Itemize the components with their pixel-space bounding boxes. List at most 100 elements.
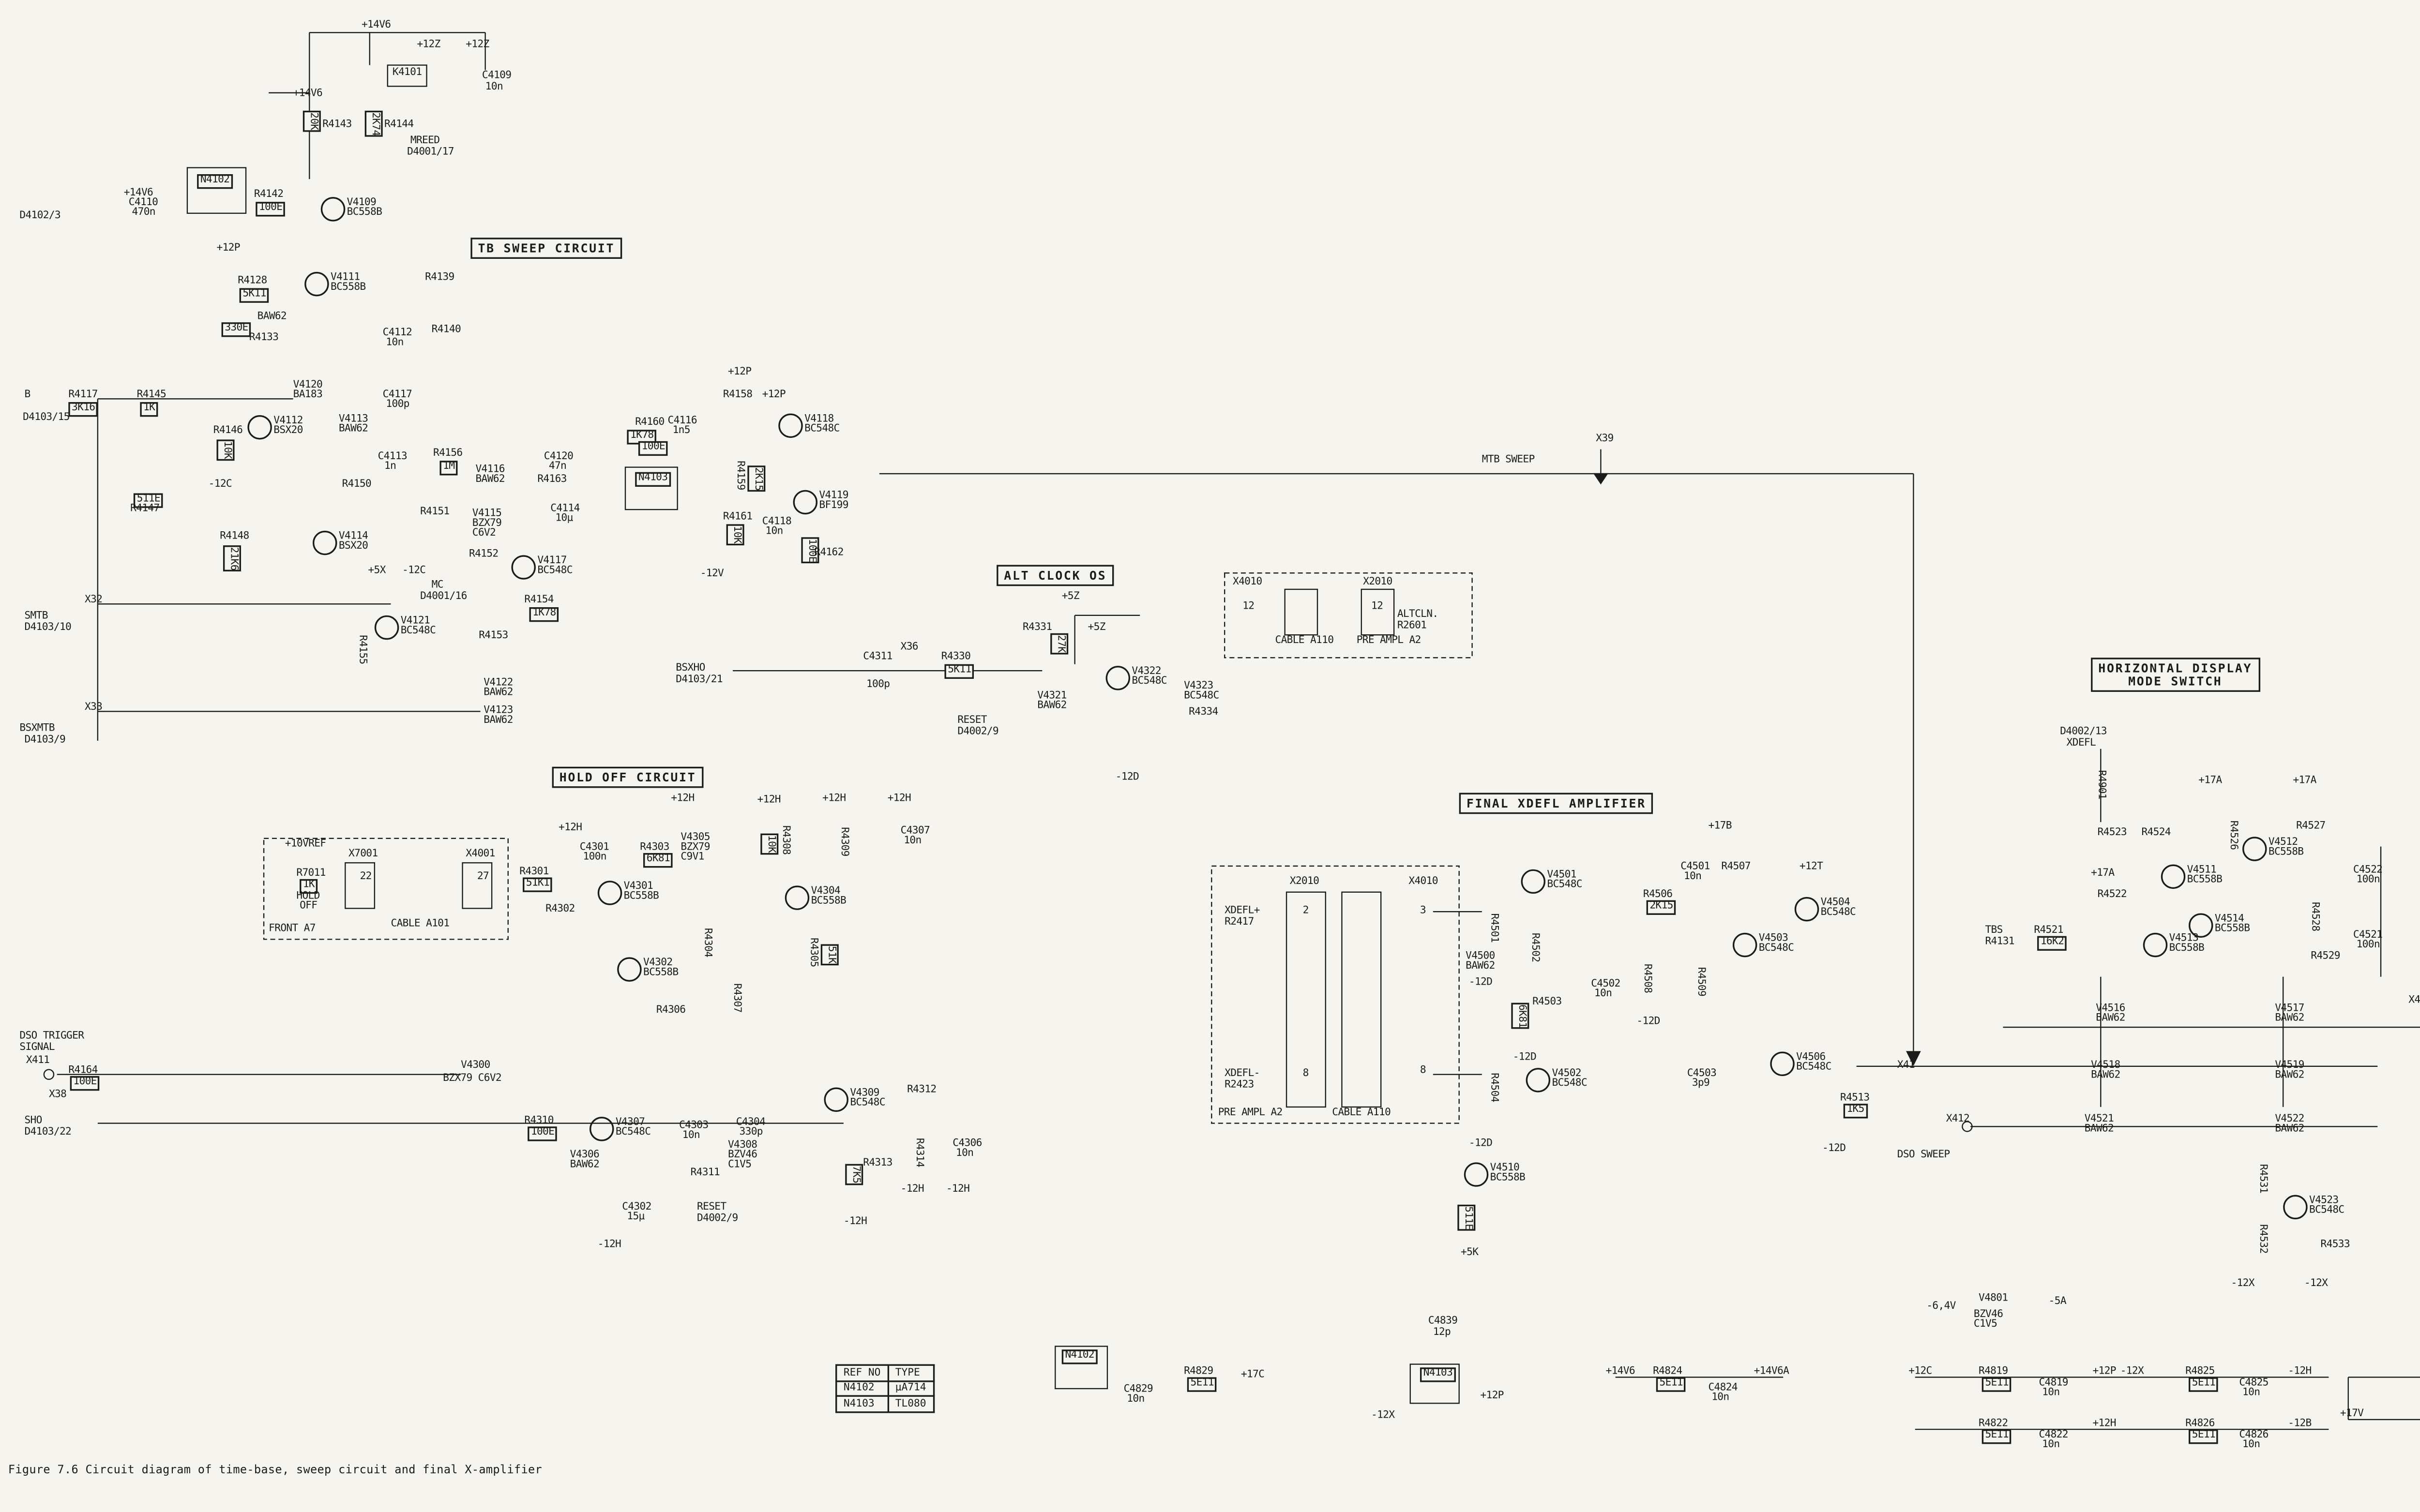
component-label: BZV46 bbox=[1973, 1309, 2003, 1320]
component-label: R4143 bbox=[322, 119, 352, 131]
component-label: +12P bbox=[1480, 1390, 1504, 1402]
component-label: BC548C bbox=[1820, 907, 1856, 918]
component-label: +17C bbox=[1240, 1369, 1265, 1381]
component-label: V4300 bbox=[461, 1060, 490, 1071]
component-label: 5K11 bbox=[944, 664, 975, 679]
component-label: N4103 bbox=[1420, 1367, 1456, 1382]
component-label: -12H bbox=[946, 1183, 970, 1195]
component-label: BC548C bbox=[1758, 943, 1794, 954]
component-label: BC558B bbox=[2268, 846, 2304, 858]
component-label: 1K78 bbox=[529, 607, 560, 622]
component-label: 12 bbox=[1242, 600, 1255, 613]
component-label: OFF bbox=[300, 900, 318, 912]
component-label: BSX20 bbox=[273, 425, 303, 436]
component-label: 100n bbox=[2356, 939, 2380, 951]
component-label: 10n bbox=[1127, 1393, 1145, 1405]
component-label: R4131 bbox=[1985, 936, 2014, 948]
component-label: BAW62 bbox=[338, 423, 368, 435]
reference-table-header: TYPE bbox=[887, 1364, 935, 1381]
transistor-symbol bbox=[824, 1087, 848, 1112]
component-label: D4001/16 bbox=[420, 591, 467, 602]
component-label: CABLE A110 bbox=[1275, 635, 1334, 646]
component-label: C4117 bbox=[382, 389, 412, 401]
component-label: R4334 bbox=[1189, 706, 1218, 718]
component-label: R2417 bbox=[1225, 916, 1254, 928]
component-label: R4155 bbox=[356, 635, 368, 664]
component-label: -12D bbox=[1468, 1138, 1493, 1150]
component-label: R4504 bbox=[1488, 1073, 1500, 1102]
component-label: BC548C bbox=[615, 1126, 651, 1138]
component-label: FRONT A7 bbox=[269, 923, 316, 935]
component-label: DSO SWEEP bbox=[1897, 1149, 1950, 1161]
component-label: 10n bbox=[2042, 1439, 2060, 1451]
component-label: 5E11 bbox=[1981, 1429, 2012, 1444]
section-title: ALT CLOCK OS bbox=[997, 565, 1114, 586]
component-label: C4826 bbox=[2239, 1429, 2269, 1441]
component-label: 100p bbox=[386, 399, 409, 410]
component-label: 100E bbox=[638, 441, 668, 456]
transistor-symbol bbox=[597, 881, 622, 905]
component-label: -12H bbox=[843, 1216, 867, 1228]
component-label: C4110 bbox=[128, 197, 158, 209]
component-label: R4501 bbox=[1488, 913, 1500, 943]
component-label: -12X bbox=[2231, 1278, 2255, 1289]
component-label: -12C bbox=[208, 479, 232, 490]
component-label: 27K bbox=[1050, 633, 1068, 654]
component-label: BZV46 bbox=[727, 1149, 757, 1161]
transistor-symbol bbox=[1105, 666, 1131, 690]
component-label: X38 bbox=[48, 1089, 67, 1101]
component-label: BAW62 bbox=[2084, 1123, 2114, 1135]
component-label: 22 bbox=[360, 871, 372, 883]
component-label: -12D bbox=[1468, 976, 1493, 988]
component-label: 21K6 bbox=[223, 545, 241, 572]
component-label: -12C bbox=[402, 565, 426, 577]
component-label: 1K5 bbox=[1843, 1104, 1868, 1119]
component-label: R4154 bbox=[524, 594, 554, 606]
component-label: -12H bbox=[2288, 1365, 2312, 1377]
component-label: BC558B bbox=[331, 282, 366, 293]
component-label: R4526 bbox=[2227, 820, 2239, 850]
component-label: 10K bbox=[760, 833, 779, 854]
component-label: +12H bbox=[757, 794, 781, 806]
component-label: BC558B bbox=[623, 890, 659, 902]
component-label: 2K74 bbox=[364, 110, 383, 137]
component-label: BAW62 bbox=[484, 715, 513, 726]
component-label: BC548C bbox=[1552, 1078, 1587, 1089]
component-label: R4509 bbox=[1695, 967, 1707, 997]
component-label: 2K15 bbox=[1646, 900, 1677, 915]
component-label: 47n bbox=[548, 461, 567, 472]
component-label: 10n bbox=[2242, 1387, 2260, 1399]
component-label: 16K2 bbox=[2037, 936, 2067, 951]
component-label: C4109 bbox=[482, 70, 512, 82]
component-label: X2010 bbox=[1289, 876, 1319, 887]
component-label: X36 bbox=[900, 641, 919, 653]
component-label: R4140 bbox=[431, 324, 461, 336]
component-label: 10n bbox=[1711, 1392, 1729, 1404]
component-label: BAW62 bbox=[2275, 1012, 2304, 1024]
component-label: 10n bbox=[765, 525, 783, 538]
component-label: D4103/10 bbox=[24, 622, 72, 633]
component-label: X4010 bbox=[1233, 576, 1262, 588]
component-label: R4147 bbox=[130, 503, 160, 515]
component-label: 10K bbox=[216, 439, 235, 461]
component-label: R4829 bbox=[1184, 1365, 1213, 1377]
component-label: 1n bbox=[384, 461, 396, 472]
component-label: +5K bbox=[1461, 1247, 1479, 1258]
component-label: R4148 bbox=[220, 530, 249, 542]
component-label: BC558B bbox=[811, 895, 847, 907]
component-label: MTB SWEEP bbox=[1482, 454, 1535, 466]
component-label: R4307 bbox=[731, 983, 742, 1013]
component-label: R4312 bbox=[907, 1084, 937, 1096]
component-label: +10VREF bbox=[285, 838, 326, 850]
component-label: R4532 bbox=[2257, 1224, 2269, 1254]
component-label: -12D bbox=[1512, 1051, 1537, 1063]
transistor-symbol bbox=[2242, 837, 2267, 861]
transistor-symbol bbox=[2283, 1195, 2308, 1220]
transistor-symbol bbox=[785, 885, 810, 910]
transistor-symbol bbox=[1770, 1051, 1795, 1077]
component-label: 3K16 bbox=[68, 402, 99, 417]
component-label: D4103/22 bbox=[24, 1126, 72, 1138]
component-label: R4523 bbox=[2097, 827, 2127, 838]
component-label: R4139 bbox=[425, 271, 454, 284]
